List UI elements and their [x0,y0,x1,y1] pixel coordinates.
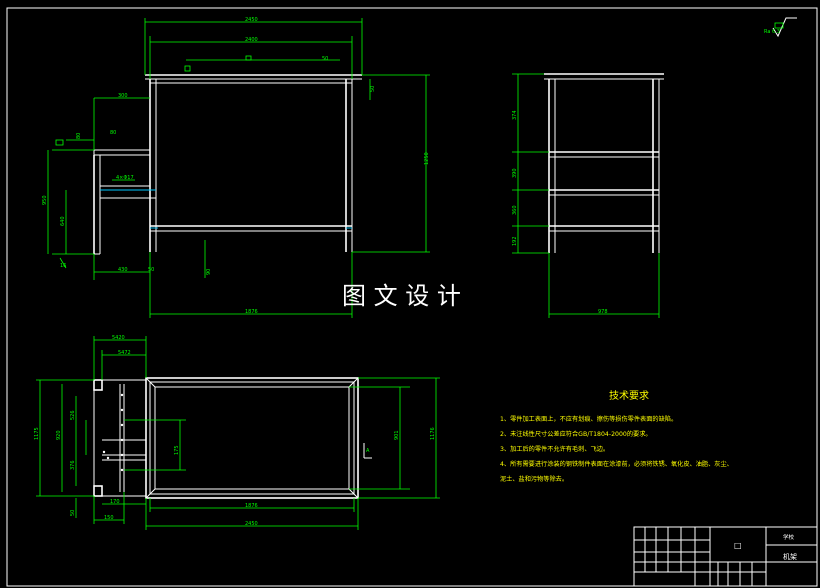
front-view: 2450 2400 50 1250 50 1876 430 50 90 300 [42,17,430,318]
dim-sv-base: 192 [512,236,518,246]
tech-item-1: 1、零件加工表面上，不应有划痕、擦伤等损伤零件表面的缺陷。 [500,415,677,423]
surface-symbol-text: Ra 6.3 [764,29,780,35]
dim-sv-mid: 390 [512,168,518,178]
title-right-mid: 机架 [783,552,797,561]
dim-tv-mid: 1876 [245,503,258,509]
side-view: 374 390 360 192 978 [512,73,664,318]
dim-tv-left4: 376 [70,460,76,470]
dim-tv-far: 1176 [430,427,436,440]
tech-title: 技术要求 [609,389,649,402]
dim-sv-low: 360 [512,205,518,215]
dim-tv-top2: 5472 [118,350,131,356]
dim-front-inner: 2400 [245,37,258,43]
dim-tv-left2: 920 [56,430,62,440]
top-view: 5420 5472 1175 920 526 376 50 175 A 150 … [34,335,440,530]
dim-tv-right: 901 [394,430,400,440]
tech-item-2: 2、未注线性尺寸公差应符合GB/T1804-2000的要求。 [500,430,652,438]
tech-requirements: 技术要求 1、零件加工表面上，不应有划痕、擦伤等损伤零件表面的缺陷。 2、未注线… [500,389,733,483]
title-right-top: 学校 [783,533,795,541]
dim-side-mid: 640 [60,216,66,226]
dim-side-bottom: 16 [60,263,66,269]
dim-front-top: 50 [322,56,328,62]
dim-tv-base-l2: 170 [110,499,120,505]
dim-front-height: 1250 [424,152,430,165]
title-block: □ 学校 机架 [633,526,818,587]
dim-tv-left: 1175 [34,427,40,440]
dim-front-base: 1876 [245,309,258,315]
surface-roughness-symbol: Ra 6.3 [764,17,797,38]
dim-tv-top1: 5420 [112,335,125,341]
dim-front-side: 90 [206,269,212,275]
dim-front-leg: 50 [370,86,376,92]
dim-side-overall: 950 [42,195,48,205]
section-label-a: A [366,448,370,454]
dim-tv-left3: 526 [70,410,76,420]
dim-front-overall: 2450 [245,17,258,23]
dim-side-base-right: 50 [148,267,154,273]
dim-tv-center: 175 [174,445,180,455]
dim-sv-top: 374 [512,110,518,120]
dim-sv-width: 978 [598,309,608,315]
dim-side-base-left: 430 [118,267,128,273]
tech-item-4: 4、所有需要进行涂装的钢铁制件表面在涂漆前，必须将铁锈、氧化皮、油脂、灰尘、 [500,460,733,468]
watermark: 图 文 设 计 [342,282,461,310]
dim-side-shelf-h: 80 [110,130,116,136]
dim-tv-base-l: 150 [104,515,114,521]
dim-side-top: 80 [76,133,82,139]
tech-item-5: 泥土、盐和污物等除去。 [500,475,568,483]
dim-side-holes: 4×Φ17 [116,175,134,181]
dim-tv-bottom: 2450 [245,521,258,527]
tech-item-3: 3、加工后的零件不允许有毛刺、飞边。 [500,445,609,453]
dim-side-shelf-width: 300 [118,93,128,99]
title-drawing-name: □ [734,541,742,550]
dim-tv-left5: 50 [70,510,76,516]
sheet-border [6,7,818,587]
